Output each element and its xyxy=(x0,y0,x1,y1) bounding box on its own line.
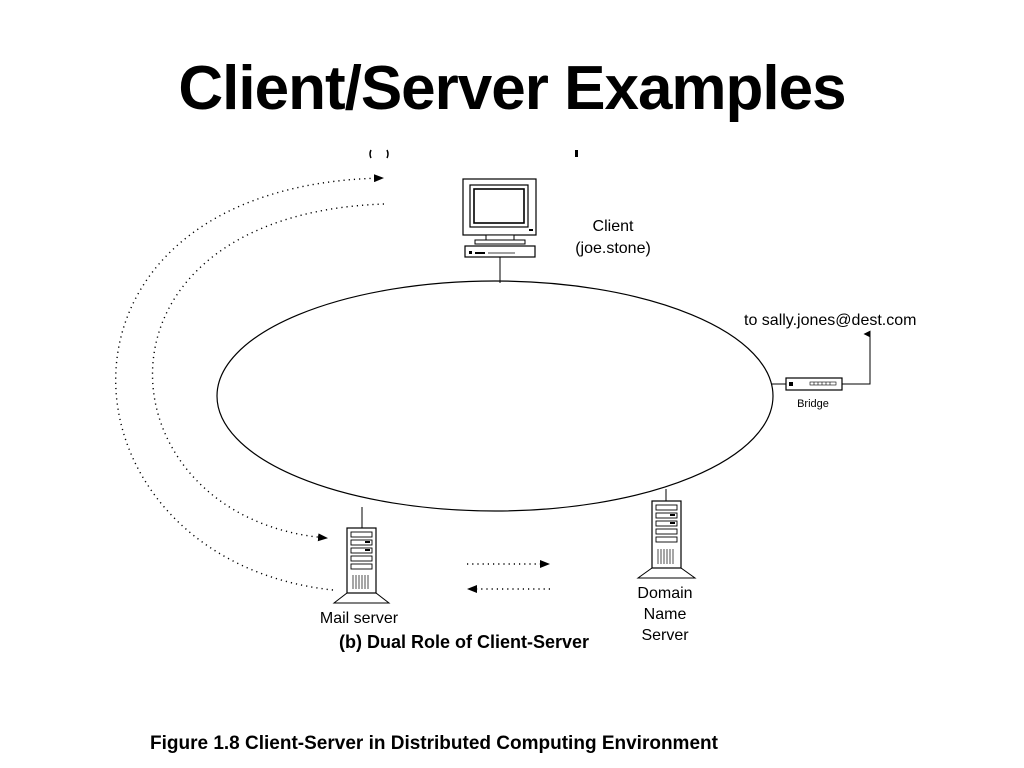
figure-caption: Figure 1.8 Client-Server in Distributed … xyxy=(150,733,718,754)
client-label-line2: (joe.stone) xyxy=(575,240,651,257)
dotted-arc-inner xyxy=(151,203,385,542)
bridge-label: Bridge xyxy=(797,398,829,410)
dns-label-line2: Name xyxy=(644,606,687,623)
bridge-icon xyxy=(771,330,871,391)
dns-label-line3: Server xyxy=(641,627,689,644)
destination-label: to sally.jones@dest.com xyxy=(744,312,916,329)
diagram-subtitle: (b) Dual Role of Client-Server xyxy=(339,632,589,652)
client-computer-icon xyxy=(462,178,537,283)
slide-title: Client/Server Examples xyxy=(178,54,846,123)
mail-server-label: Mail server xyxy=(320,610,399,627)
network-ring xyxy=(216,280,774,512)
clipped-text-fragments xyxy=(369,149,578,159)
dns-server-icon xyxy=(636,489,697,579)
dns-label-line1: Domain xyxy=(637,585,692,602)
dotted-arc-outer xyxy=(115,174,384,591)
client-label-line1: Client xyxy=(593,218,634,235)
mail-server-icon xyxy=(332,507,391,604)
